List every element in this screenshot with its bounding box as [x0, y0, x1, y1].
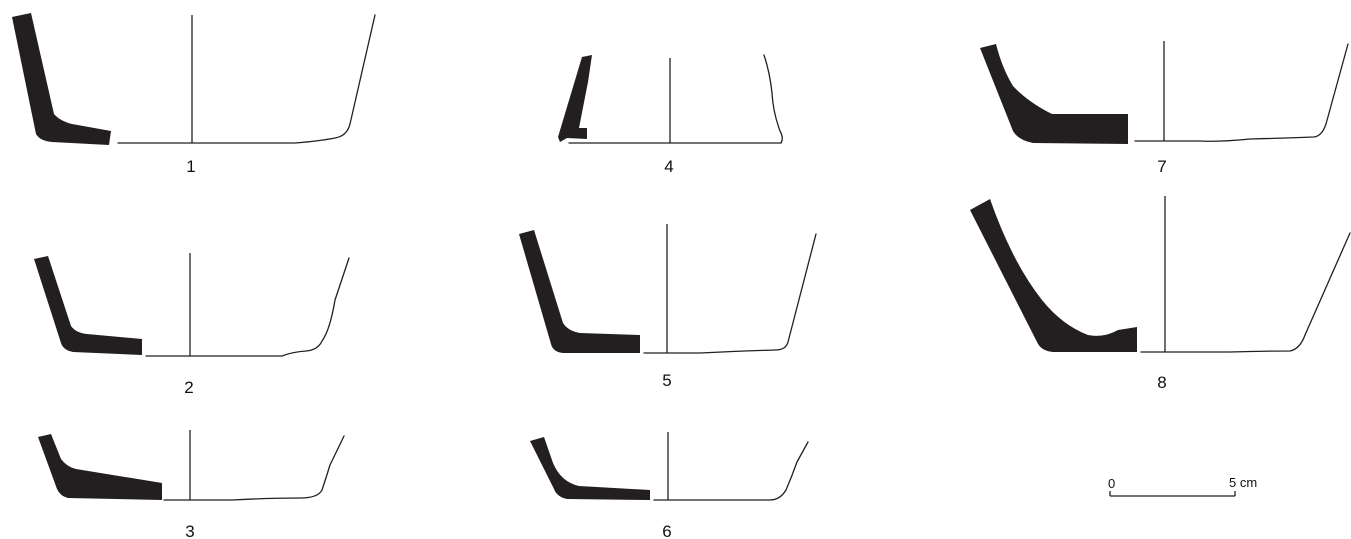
vessel-7-section: [980, 44, 1128, 144]
vessel-2-section: [34, 256, 142, 355]
vessel-3-section: [38, 434, 162, 500]
vessel-4-number: 4: [664, 157, 673, 176]
scale-bar-end-label: 5 cm: [1229, 475, 1257, 490]
vessel-profile-7: 7: [980, 41, 1349, 176]
vessel-4-section: [558, 55, 592, 142]
vessel-profile-8: 8: [970, 196, 1351, 392]
vessel-profile-5: 5: [519, 224, 817, 390]
vessel-3-profile: [163, 435, 345, 501]
vessel-6-profile: [653, 441, 809, 501]
vessel-profile-3: 3: [38, 430, 345, 539]
vessel-5-section: [519, 230, 640, 353]
vessel-8-number: 8: [1157, 373, 1166, 392]
vessel-6-number: 6: [662, 522, 671, 539]
vessel-8-section: [970, 199, 1137, 352]
vessel-6-section: [530, 437, 650, 500]
vessel-8-profile: [1140, 232, 1351, 353]
vessel-7-profile: [1134, 43, 1349, 142]
vessel-1-section: [12, 13, 111, 145]
vessel-profile-6: 6: [530, 432, 809, 539]
vessel-profile-2: 2: [34, 253, 350, 397]
vessel-7-number: 7: [1157, 157, 1166, 176]
vessel-3-number: 3: [185, 522, 194, 539]
vessel-4-profile: [568, 54, 783, 144]
vessel-5-profile: [643, 233, 817, 354]
scale-bar: 0 5 cm: [1108, 475, 1257, 497]
vessel-1-number: 1: [186, 157, 195, 176]
vessel-profile-1: 1: [12, 13, 376, 176]
vessel-profile-4: 4: [558, 54, 783, 176]
vessel-1-profile: [117, 14, 376, 144]
vessel-2-number: 2: [184, 378, 193, 397]
scale-bar-start-label: 0: [1108, 476, 1115, 491]
vessel-5-number: 5: [662, 371, 671, 390]
vessel-2-profile: [145, 257, 350, 357]
